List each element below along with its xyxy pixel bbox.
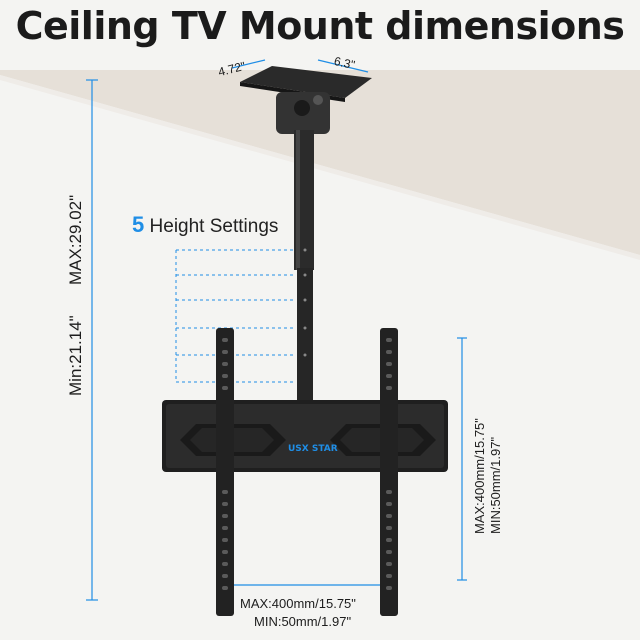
brand-label: USX STAR: [288, 444, 338, 454]
horizontal-min-label: MIN:50mm/1.97": [254, 614, 352, 629]
vertical-min-label: MIN:50mm/1.97": [488, 436, 503, 534]
height-settings-count: 5: [132, 212, 145, 237]
min-height-label: Min:21.14": [66, 315, 85, 396]
lower-pole: [297, 268, 313, 408]
horizontal-max-label: MAX:400mm/15.75": [240, 596, 356, 611]
height-settings-label: Height Settings: [149, 216, 279, 237]
right-arm: [380, 328, 398, 616]
page-title: Ceiling TV Mount dimensions: [15, 4, 625, 48]
ceiling-plate: [240, 66, 372, 98]
height-settings: 5 Height Settings: [132, 212, 278, 238]
left-arm: [216, 328, 234, 616]
vertical-max-label: MAX:400mm/15.75": [472, 418, 487, 534]
ceiling: [0, 70, 640, 255]
max-height-label: MAX:29.02": [66, 194, 85, 285]
